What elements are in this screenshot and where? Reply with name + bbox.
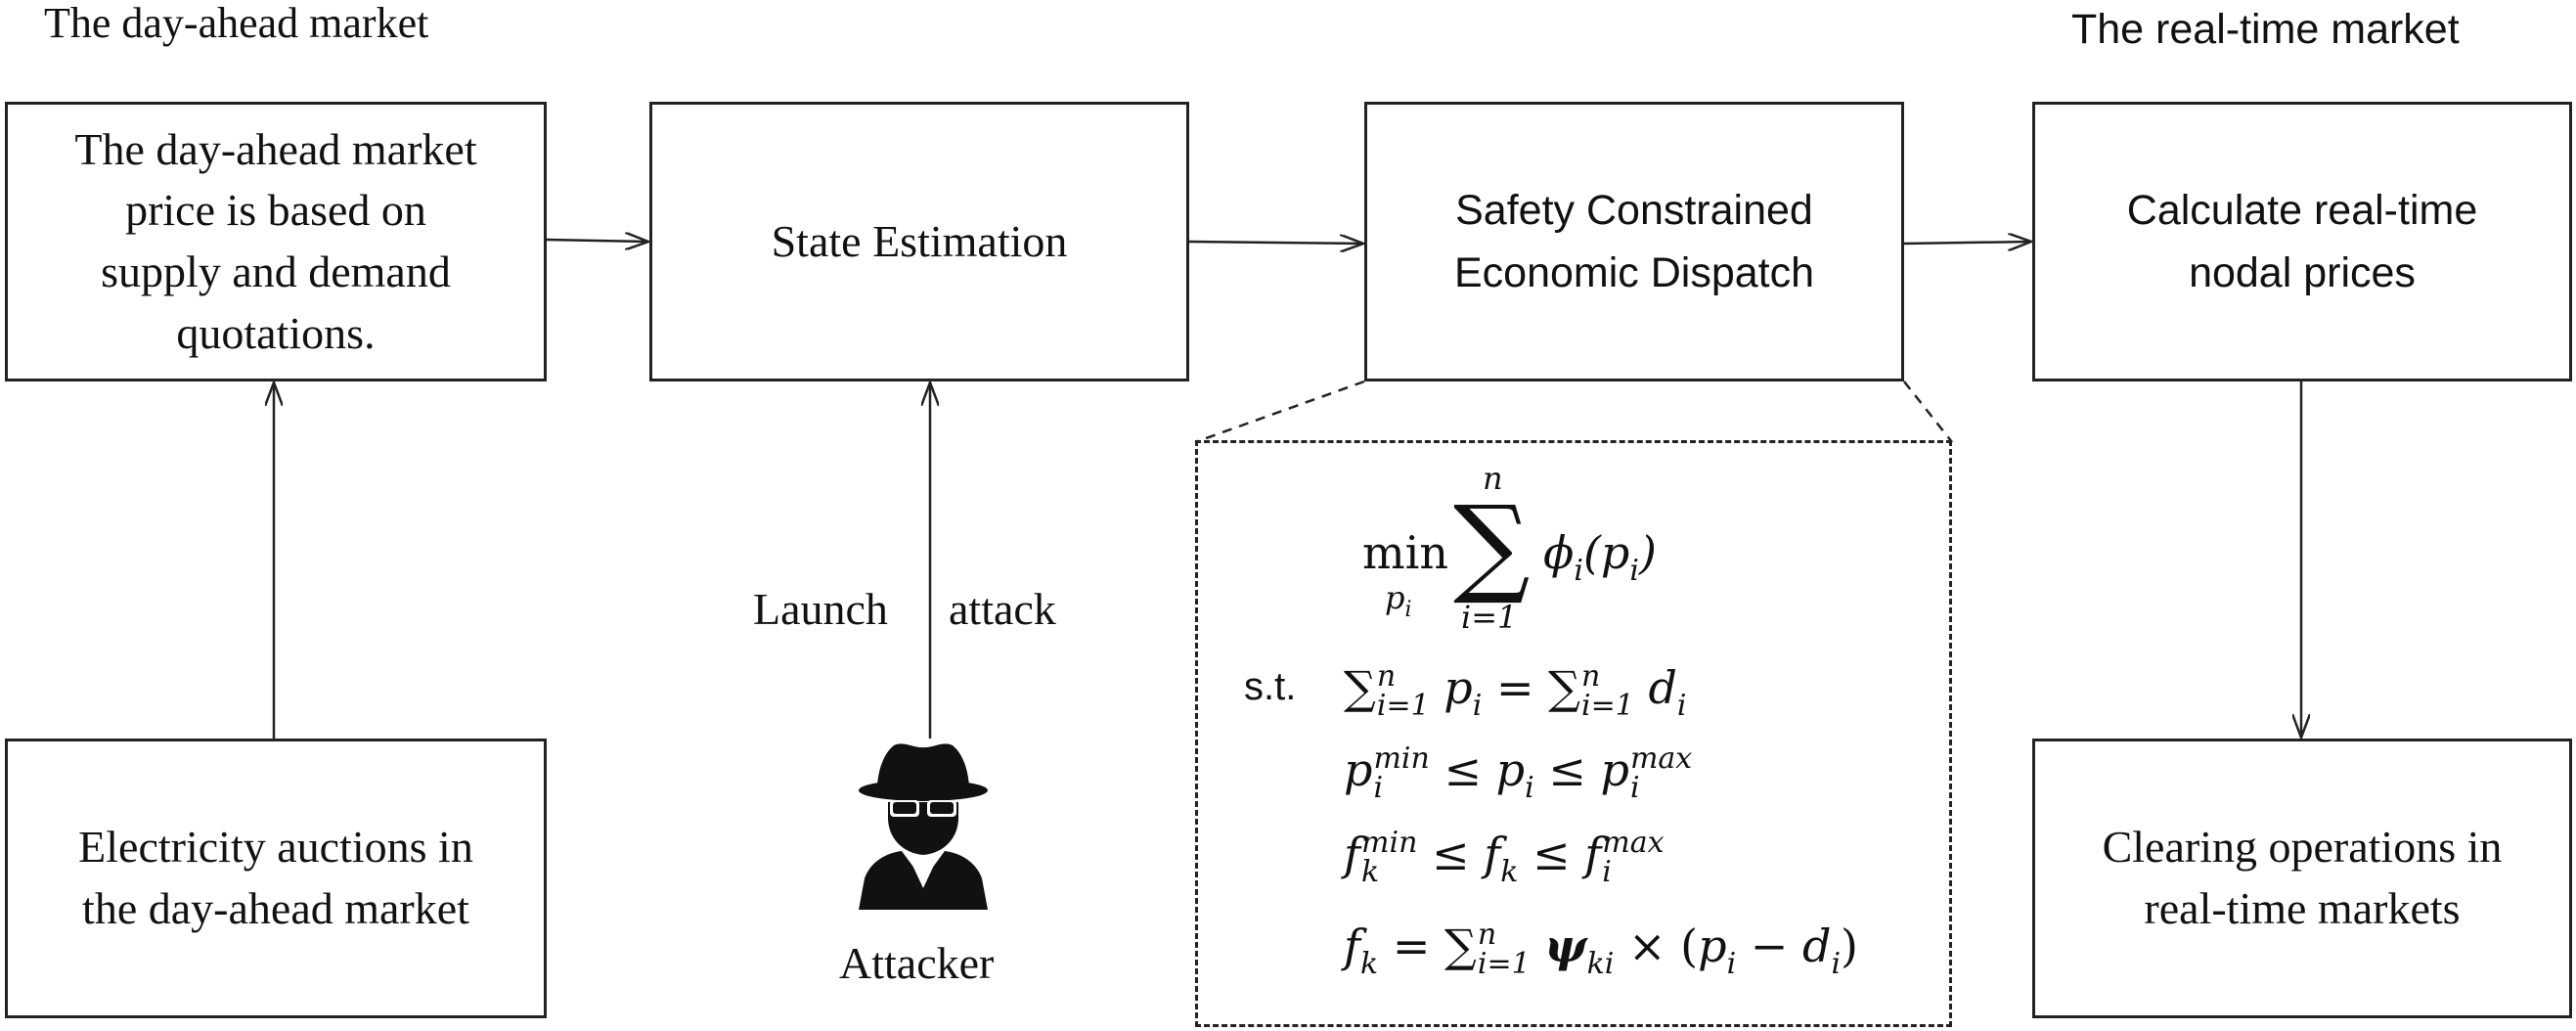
- attack-label: attack: [949, 584, 1056, 634]
- objective-min: min: [1362, 526, 1448, 579]
- dispatch-formulation-box: [1195, 440, 1952, 1027]
- electricity-auctions-text: Electricity auctions in the day-ahead ma…: [78, 822, 473, 933]
- state-estimation-box: State Estimation: [649, 102, 1189, 381]
- arrow-state-estimation-to-dispatch: [1188, 242, 1363, 244]
- attacker-label: Attacker: [839, 938, 995, 988]
- objective-min-variable: pi: [1385, 579, 1412, 622]
- objective-function: ϕi(pi): [1543, 526, 1657, 588]
- spy-hat-sunglasses-icon: [859, 743, 988, 910]
- realtime-prices-text: Calculate real-time nodal prices: [2126, 186, 2478, 297]
- security-constrained-dispatch-box: Safety Constrained Economic Dispatch: [1364, 102, 1904, 381]
- state-estimation-text: State Estimation: [771, 215, 1068, 266]
- realtime-prices-box: Calculate real-time nodal prices: [2032, 102, 2572, 381]
- clearing-operations-box: Clearing operations in real-time markets: [2032, 739, 2572, 1018]
- day-ahead-price-box: The day-ahead market price is based on s…: [5, 102, 547, 381]
- day-ahead-price-text: The day-ahead market price is based on s…: [74, 123, 477, 358]
- arrow-dispatch-to-realtime-prices: [1903, 242, 2031, 244]
- zoom-line-right: [1903, 381, 1953, 443]
- subject-to-label: s.t.: [1244, 665, 1297, 708]
- day-ahead-market-title: The day-ahead market: [44, 0, 429, 47]
- launch-label: Launch: [753, 584, 888, 634]
- electricity-auctions-box: Electricity auctions in the day-ahead ma…: [5, 739, 547, 1018]
- security-constrained-dispatch-text: Safety Constrained Economic Dispatch: [1453, 186, 1815, 297]
- sum-lower-limit: i=1: [1461, 599, 1518, 636]
- real-time-market-title: The real-time market: [2071, 6, 2460, 53]
- zoom-line-left: [1194, 380, 1365, 444]
- clearing-operations-text: Clearing operations in real-time markets: [2102, 822, 2503, 933]
- arrow-price-to-state-estimation: [546, 240, 648, 242]
- sum-symbol: ∑: [1453, 482, 1531, 607]
- sum-upper-limit: n: [1483, 460, 1503, 497]
